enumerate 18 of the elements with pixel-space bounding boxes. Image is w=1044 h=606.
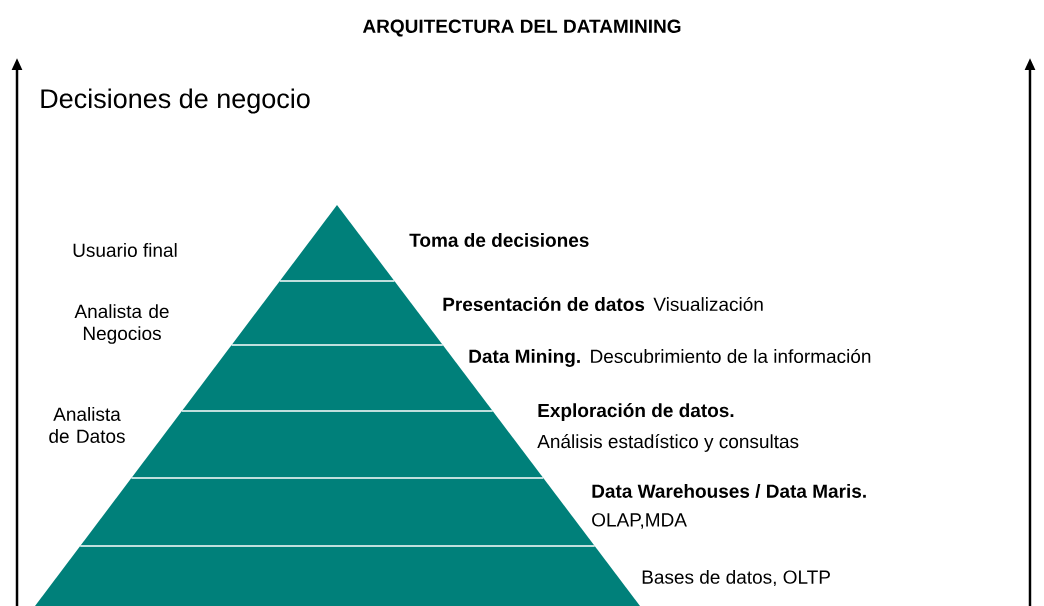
axis-label: Decisiones de negocio <box>41 88 310 114</box>
layer-label: Toma de decisiones <box>409 233 589 247</box>
role-label: Analista de Negocios <box>74 304 169 344</box>
layer-label: Bases de datos, OLTP <box>642 569 830 587</box>
title: ARQUITECTURA DEL DATAMINING <box>362 19 681 37</box>
pyramid-layer <box>231 281 443 345</box>
layer-label: Visualización <box>653 296 763 312</box>
layer-label: Presentación de datos <box>443 296 645 312</box>
layer-label: Descubrimiento de la información <box>591 348 871 364</box>
layer-label: OLAP,MDA <box>592 513 687 529</box>
layer-label: Exploración de datos. <box>538 403 734 421</box>
role-label: Analista de Datos <box>49 407 125 443</box>
pyramid-apex <box>279 205 395 281</box>
layer-label: Análisis estadístico y consultas <box>537 434 799 452</box>
layer-label: Data Mining. <box>469 349 580 367</box>
layer-label: Data Warehouses / Data Maris. <box>592 483 866 499</box>
pyramid-layer <box>35 546 640 606</box>
role-label: Usuario final <box>73 243 177 257</box>
